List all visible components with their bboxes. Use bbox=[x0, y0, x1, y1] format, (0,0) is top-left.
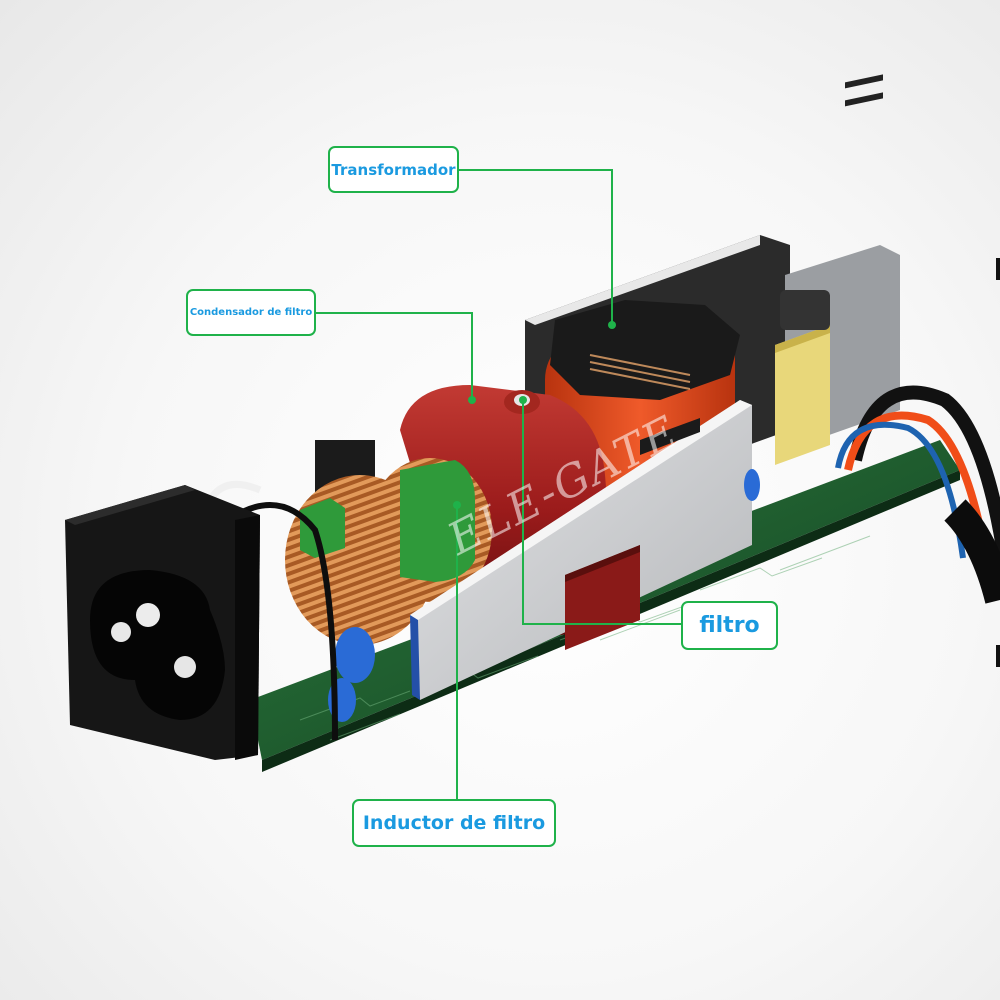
power-inlet bbox=[65, 485, 260, 760]
callout-inductor-de-filtro: Inductor de filtro bbox=[352, 799, 556, 847]
leader-filtro bbox=[522, 400, 681, 625]
callout-condensador-de-filtro: Condensador de filtro bbox=[186, 289, 316, 336]
callout-label: filtro bbox=[699, 613, 760, 638]
callout-label: Condensador de filtro bbox=[189, 307, 313, 318]
leader-lines bbox=[316, 169, 681, 799]
output-section bbox=[775, 74, 900, 465]
callout-label: Inductor de filtro bbox=[362, 812, 546, 834]
leader-condensador bbox=[316, 312, 473, 400]
leader-transformador bbox=[459, 169, 613, 325]
edge-mark bbox=[996, 258, 1000, 280]
callout-filtro: filtro bbox=[681, 601, 778, 650]
callout-transformador: Transformador bbox=[328, 146, 459, 193]
edge-mark bbox=[996, 645, 1000, 667]
output-cable bbox=[835, 385, 1000, 604]
filter-inductor bbox=[285, 458, 492, 645]
callout-label: Transformador bbox=[331, 160, 456, 179]
